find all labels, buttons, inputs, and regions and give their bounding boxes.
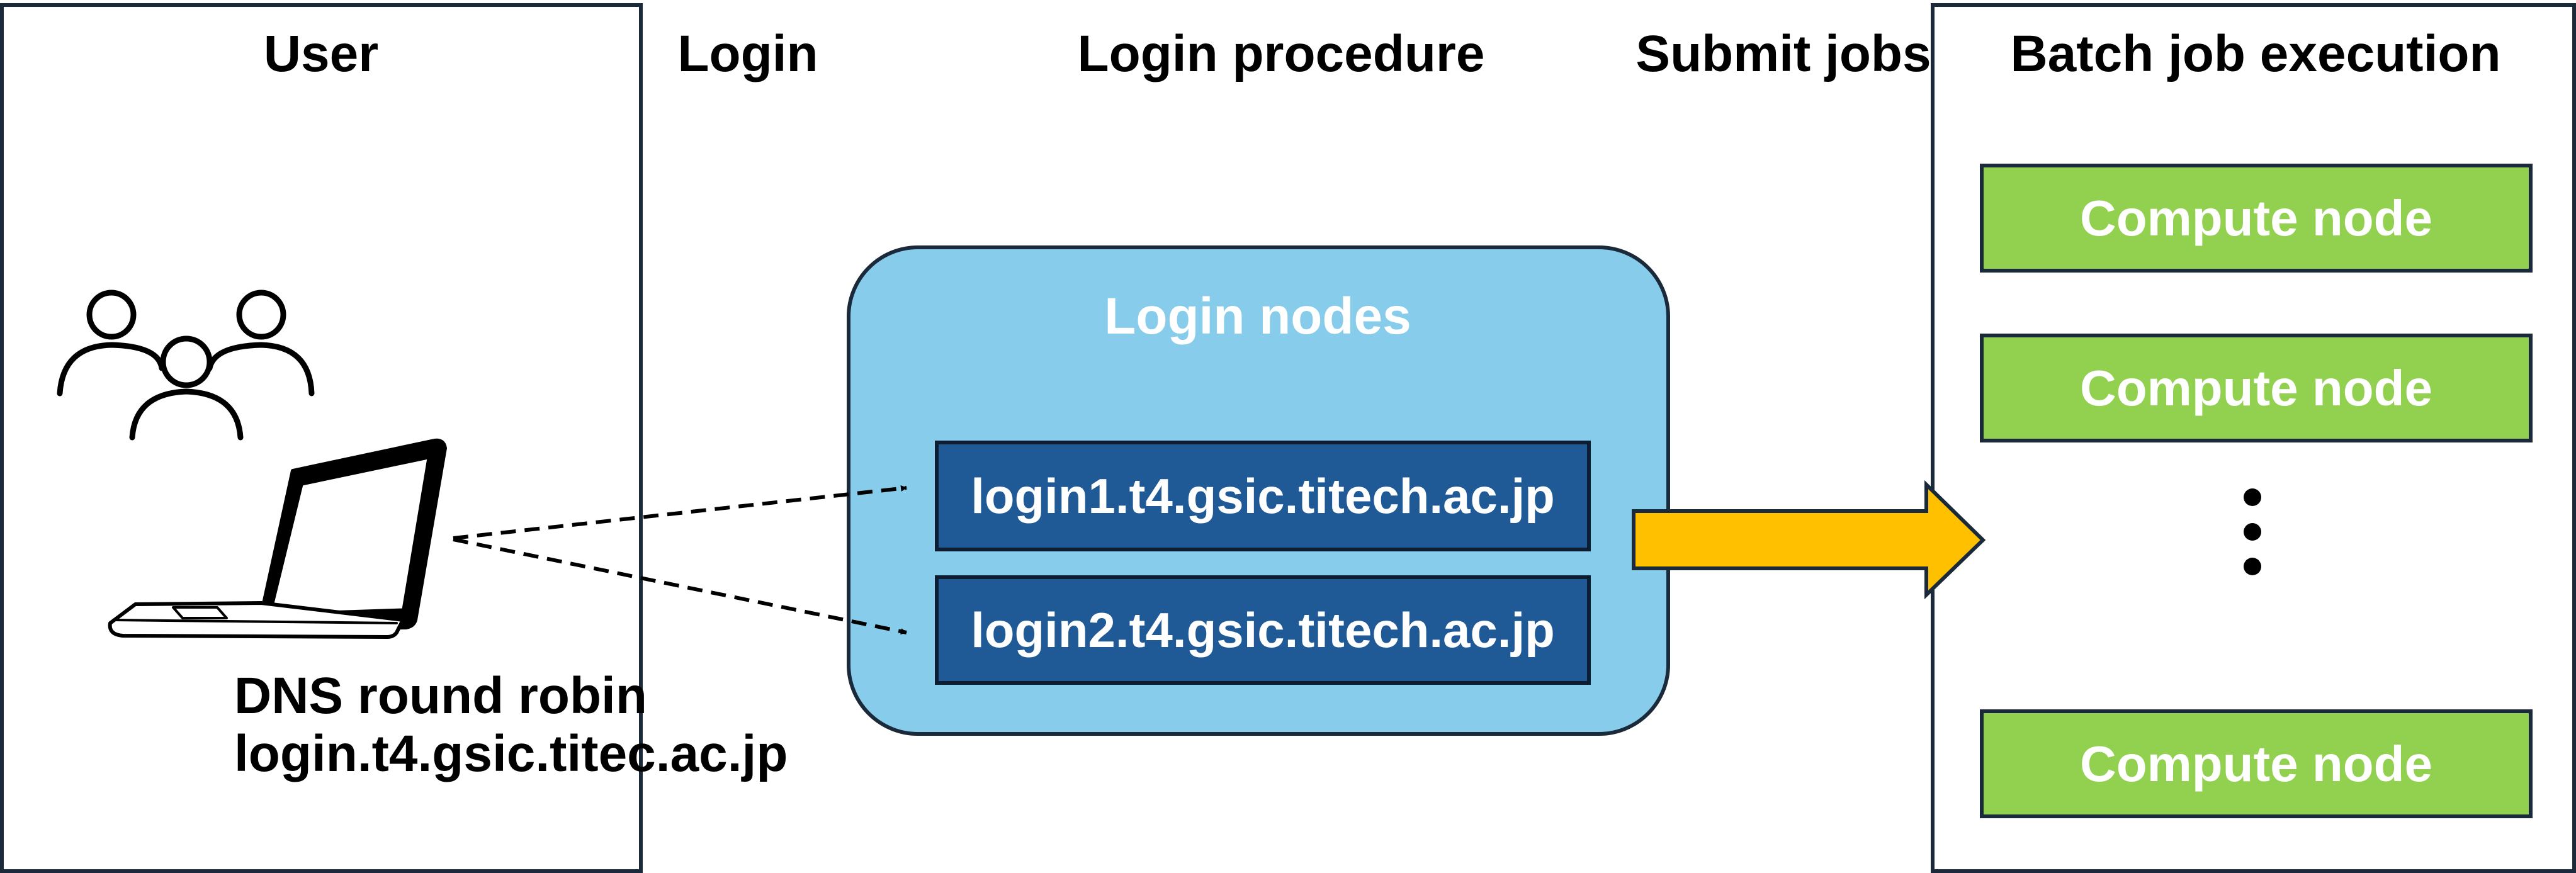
users-group-icon bbox=[57, 290, 315, 441]
host-label-2: login2.t4.gsic.titech.ac.jp bbox=[971, 602, 1555, 658]
dns-line-2: login.t4.gsic.titec.ac.jp bbox=[234, 724, 788, 782]
compute-node-label-1: Compute node bbox=[2080, 189, 2432, 246]
host-box-1 bbox=[935, 441, 1591, 551]
header-submit-jobs: Submit jobs bbox=[1635, 25, 1931, 82]
compute-box-3 bbox=[1980, 709, 2533, 818]
compute-box-1 bbox=[1980, 164, 2533, 273]
dns-arrow-1 bbox=[453, 485, 907, 540]
header-batch-job-execution: Batch job execution bbox=[2010, 25, 2501, 82]
host-box-2 bbox=[935, 575, 1591, 685]
header-login-procedure: Login procedure bbox=[1077, 25, 1485, 82]
compute-box-2 bbox=[1980, 334, 2533, 442]
compute-node-label-2: Compute node bbox=[2080, 359, 2432, 416]
login-nodes-title: Login nodes bbox=[1104, 288, 1411, 345]
header-login: Login bbox=[677, 25, 818, 82]
vertical-ellipsis-icon bbox=[2244, 488, 2261, 575]
header-user: User bbox=[263, 25, 379, 82]
submit-arrow bbox=[1632, 480, 1986, 600]
user-panel bbox=[0, 3, 643, 873]
host-label-1: login1.t4.gsic.titech.ac.jp bbox=[971, 468, 1555, 524]
compute-node-label-3: Compute node bbox=[2080, 735, 2432, 792]
laptop-icon bbox=[108, 438, 447, 639]
dns-arrow-2 bbox=[453, 538, 907, 635]
dns-line-1: DNS round robin bbox=[234, 667, 647, 724]
dns-info: DNS round robin login.t4.gsic.titec.ac.j… bbox=[234, 667, 788, 783]
